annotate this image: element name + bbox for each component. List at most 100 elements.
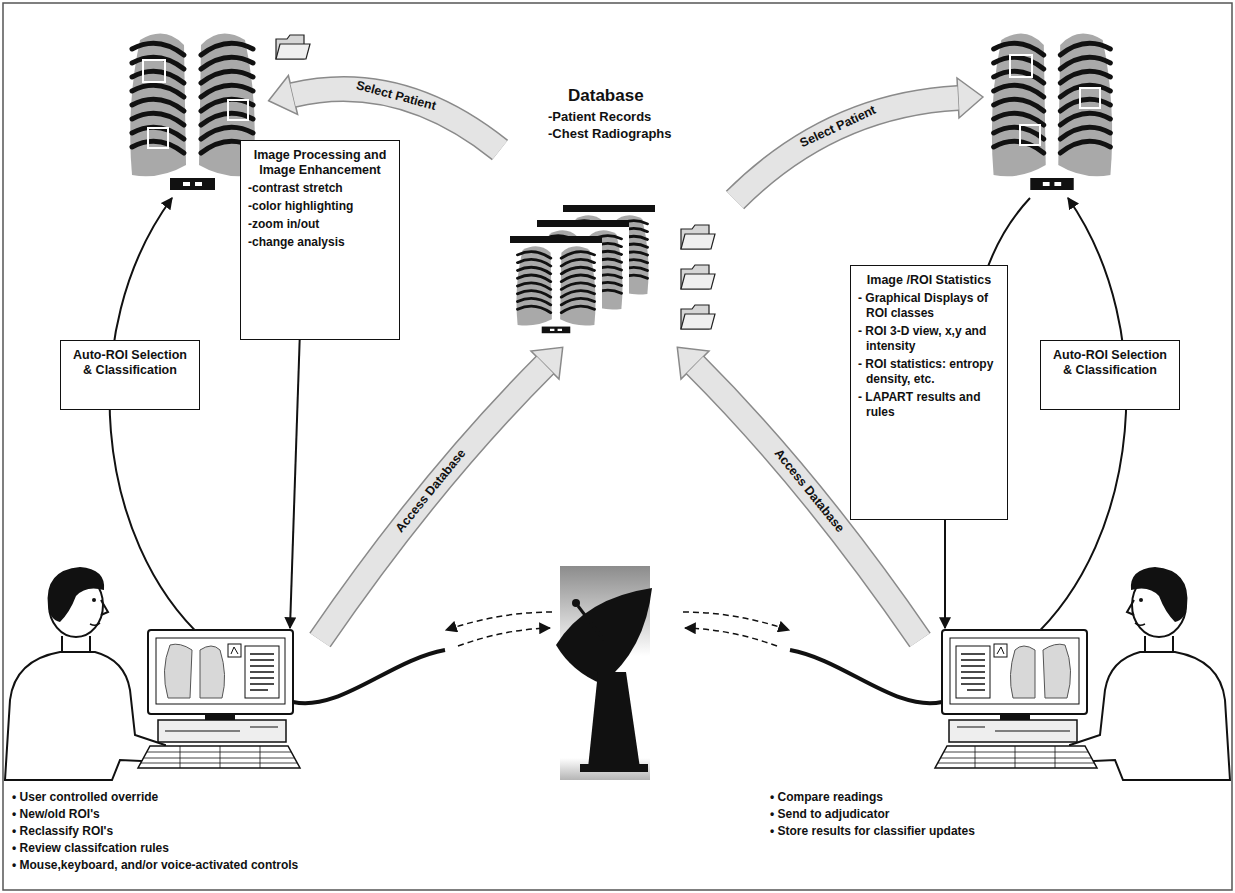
- computer: [165, 727, 278, 731]
- database-title: Database: [568, 86, 644, 106]
- radiograph-stack: [510, 236, 602, 243]
- box-item: -contrast stretch: [248, 181, 392, 196]
- computer: [231, 647, 238, 654]
- computer: [138, 630, 300, 768]
- note-bullet: • User controlled override: [12, 790, 158, 804]
- box-item: - LAPART results and rules: [858, 390, 1000, 420]
- process-box: Image Processing and Image Enhancement -c…: [240, 140, 400, 340]
- computer: [200, 646, 225, 698]
- arrow-label: Select Patient: [798, 103, 879, 151]
- radiograph-stack: [681, 225, 715, 249]
- flow-line: [944, 510, 946, 628]
- flow-line: [290, 330, 300, 628]
- radiograph-stack: [563, 205, 655, 212]
- network-link: [293, 612, 552, 703]
- database-item: -Patient Records: [548, 109, 651, 125]
- box-title: Image Processing and Image Enhancement: [248, 148, 392, 178]
- auto-roi-box: Auto-ROI Selection & Classification: [1040, 340, 1180, 410]
- chest-radiograph: [1080, 88, 1100, 108]
- workstation: [5, 567, 552, 780]
- box-title: Auto-ROI Selection & Classification: [68, 348, 192, 378]
- satellite-dish: [556, 588, 652, 684]
- flow-line: [985, 198, 1030, 275]
- hollow-arrow: [269, 76, 500, 151]
- computer: [148, 630, 293, 714]
- arrow-label: Access Database: [771, 446, 847, 535]
- computer: [158, 720, 286, 742]
- computer: [164, 644, 192, 698]
- person: [101, 600, 108, 615]
- box-item: - ROI statistics: entropy density, etc.: [858, 357, 1000, 387]
- hollow-arrow: [735, 98, 958, 200]
- hollow-arrow: [695, 365, 920, 640]
- box-item: - Graphical Displays of ROI classes: [858, 291, 1000, 321]
- note-bullet: • Compare readings: [770, 790, 883, 804]
- box-title: Image /ROI Statistics: [858, 273, 1000, 288]
- radiograph-stack: [681, 305, 715, 329]
- network-link: [293, 650, 445, 703]
- hollow-arrow: [320, 365, 545, 640]
- radiograph-stack: [510, 205, 715, 336]
- computer: [245, 646, 279, 698]
- person: [5, 652, 165, 780]
- arrow-label: Access Database: [393, 446, 469, 535]
- flow-line: [110, 198, 205, 640]
- box-item: -zoom in/out: [248, 217, 392, 232]
- note-bullet: • Mouse,keyboard, and/or voice-activated…: [12, 858, 298, 872]
- computer: [250, 654, 274, 690]
- network-link: [458, 628, 550, 646]
- computer: [205, 714, 235, 720]
- hollow-arrow: [320, 347, 563, 640]
- computer: [141, 746, 297, 768]
- auto-roi-box: Auto-ROI Selection & Classification: [60, 340, 200, 410]
- hollow-arrow: [320, 365, 545, 640]
- satellite-dish: [578, 606, 604, 640]
- satellite-dish: [556, 566, 652, 780]
- hollow-arrow: [677, 347, 920, 640]
- database-item: -Chest Radiographs: [548, 126, 672, 142]
- person: [90, 623, 100, 625]
- satellite-dish: [588, 672, 640, 768]
- box-item: -color highlighting: [248, 199, 392, 214]
- chest-radiograph: [120, 15, 310, 195]
- chest-radiograph: [276, 35, 310, 59]
- note-bullet: • Reclassify ROI's: [12, 824, 113, 838]
- computer: [156, 638, 285, 704]
- flow-line: [1030, 198, 1126, 640]
- person: [92, 598, 96, 602]
- radiograph-stack: [537, 220, 629, 227]
- radiograph-stack: [681, 265, 715, 289]
- hollow-arrow: [695, 365, 920, 640]
- hollow-arrow: [293, 89, 500, 150]
- note-bullet: • Send to adjudicator: [770, 807, 890, 821]
- note-bullet: • New/old ROI's: [12, 807, 100, 821]
- network-link: [446, 612, 552, 630]
- radiograph-stack: [510, 236, 602, 336]
- box-item: - ROI 3-D view, x,y and intensity: [858, 324, 1000, 354]
- frame: [3, 3, 1232, 890]
- box-item: -change analysis: [248, 235, 392, 250]
- person: [5, 567, 165, 780]
- chest-radiograph: [1020, 125, 1040, 145]
- statistics-box: Image /ROI Statistics - Graphical Display…: [850, 265, 1008, 520]
- chest-radiograph: [982, 15, 1122, 195]
- hollow-arrow: [735, 78, 983, 200]
- person: [48, 567, 105, 622]
- computer: [138, 746, 300, 768]
- chest-radiograph: [228, 100, 248, 120]
- person: [62, 636, 90, 652]
- workstation: [683, 567, 1230, 780]
- chest-radiograph: [143, 60, 165, 82]
- hollow-arrow: [735, 98, 958, 200]
- chest-radiograph: [1010, 55, 1032, 77]
- note-bullet: • Store results for classifier updates: [770, 824, 975, 838]
- chest-radiograph: [148, 128, 168, 148]
- satellite-dish: [580, 764, 648, 772]
- note-bullet: • Review classifcation rules: [12, 841, 169, 855]
- arrow-label: Select Patient: [354, 78, 437, 114]
- computer: [228, 644, 241, 657]
